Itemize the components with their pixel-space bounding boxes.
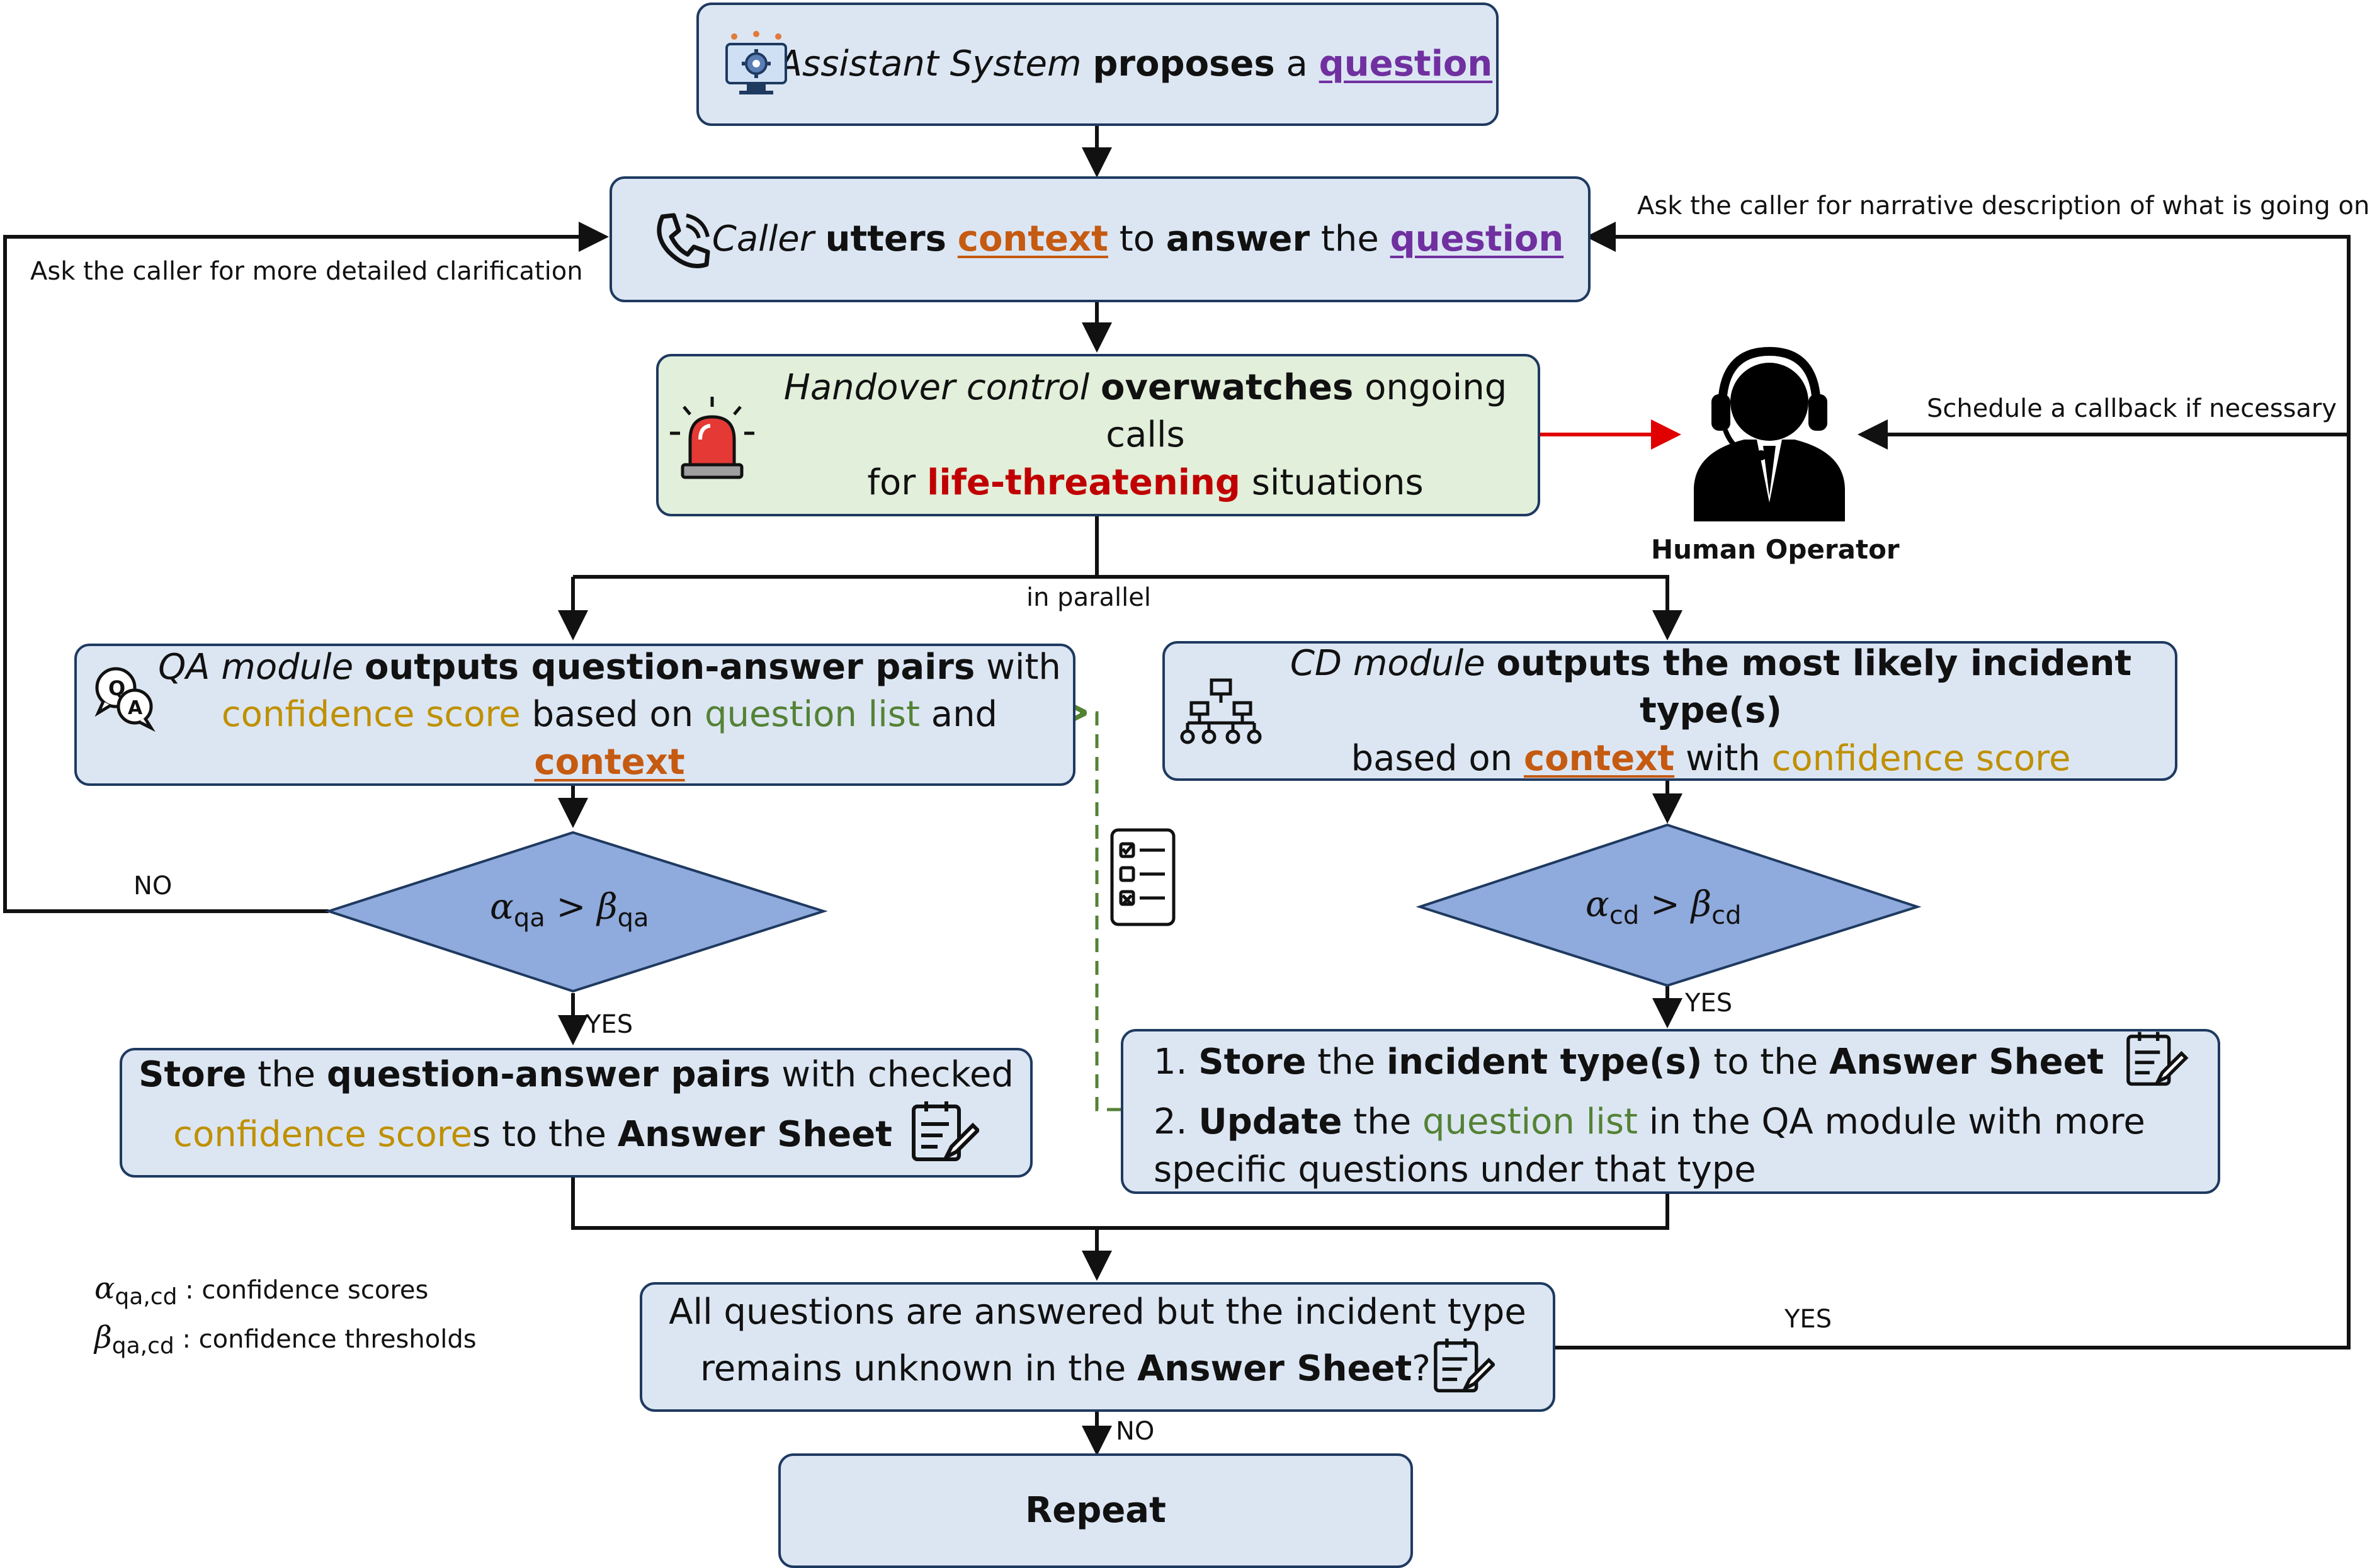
final-no-label: NO	[1116, 1417, 1155, 1446]
assistant-proposes-box: Assistant System proposes a question	[696, 3, 1499, 126]
phone-icon	[650, 210, 713, 273]
repeat-label: Repeat	[1025, 1490, 1166, 1531]
answer-sheet-icon	[910, 1099, 981, 1174]
hierarchy-icon	[1180, 678, 1262, 747]
final-yes-label: YES	[1784, 1305, 1832, 1334]
yes-loop	[1552, 222, 2351, 1349]
qa-threshold-condition: αqa > βqa	[490, 887, 649, 933]
alarm-siren-icon	[665, 394, 759, 482]
answer-sheet-icon	[2121, 1030, 2191, 1099]
narrative-label: Ask the caller for narrative description…	[1637, 191, 2370, 220]
qa-decision-diamond	[324, 831, 828, 993]
assistant-subject: Assistant System	[778, 43, 1082, 85]
question-term: question	[1319, 43, 1493, 85]
life-threatening-term: life-threatening	[927, 462, 1240, 503]
svg-text:A: A	[128, 697, 143, 719]
qa-no-label: NO	[133, 872, 173, 900]
dashed-feedback	[1080, 713, 1121, 1111]
split-line	[573, 515, 1099, 579]
clarify-label: Ask the caller for more detailed clarifi…	[30, 257, 583, 286]
repeat-box: Repeat	[778, 1453, 1413, 1568]
qa-chat-icon: Q A	[89, 662, 159, 732]
store-qa-box: Store the question-answer pairs with che…	[120, 1048, 1033, 1178]
caller-utters-box: Caller utters context to answer the ques…	[610, 176, 1591, 302]
checklist-icon	[1110, 828, 1176, 926]
cd-decision-diamond	[1415, 823, 1922, 987]
answer-sheet-icon	[1432, 1336, 1496, 1406]
assistant-system-icon	[722, 30, 791, 99]
qa-module-box: Q A QA module outputs question-answer pa…	[74, 644, 1075, 786]
assistant-verb: proposes	[1092, 43, 1275, 85]
callback-label: Schedule a callback if necessary	[1927, 394, 2337, 423]
human-operator-label: Human Operator	[1651, 534, 1900, 565]
cd-module-box: CD module outputs the most likely incide…	[1162, 641, 2177, 781]
legend-alpha: αqa,cd : confidence scores	[94, 1271, 429, 1310]
handover-control-box: Handover control overwatches ongoing cal…	[656, 354, 1540, 516]
cd-threshold-condition: αcd > βcd	[1586, 884, 1742, 931]
no-loop	[3, 222, 609, 913]
cd-yes-label: YES	[1685, 989, 1733, 1018]
context-term: context	[957, 219, 1108, 260]
qa-yes-label: YES	[586, 1010, 633, 1039]
legend-beta: βqa,cd : confidence thresholds	[94, 1320, 477, 1359]
final-check-box: All questions are answered but the incid…	[640, 1282, 1555, 1412]
store-cd-box: 1. Store the incident type(s) to the Ans…	[1121, 1029, 2220, 1194]
parallel-label: in parallel	[1026, 583, 1151, 612]
human-operator-icon	[1694, 346, 1845, 521]
